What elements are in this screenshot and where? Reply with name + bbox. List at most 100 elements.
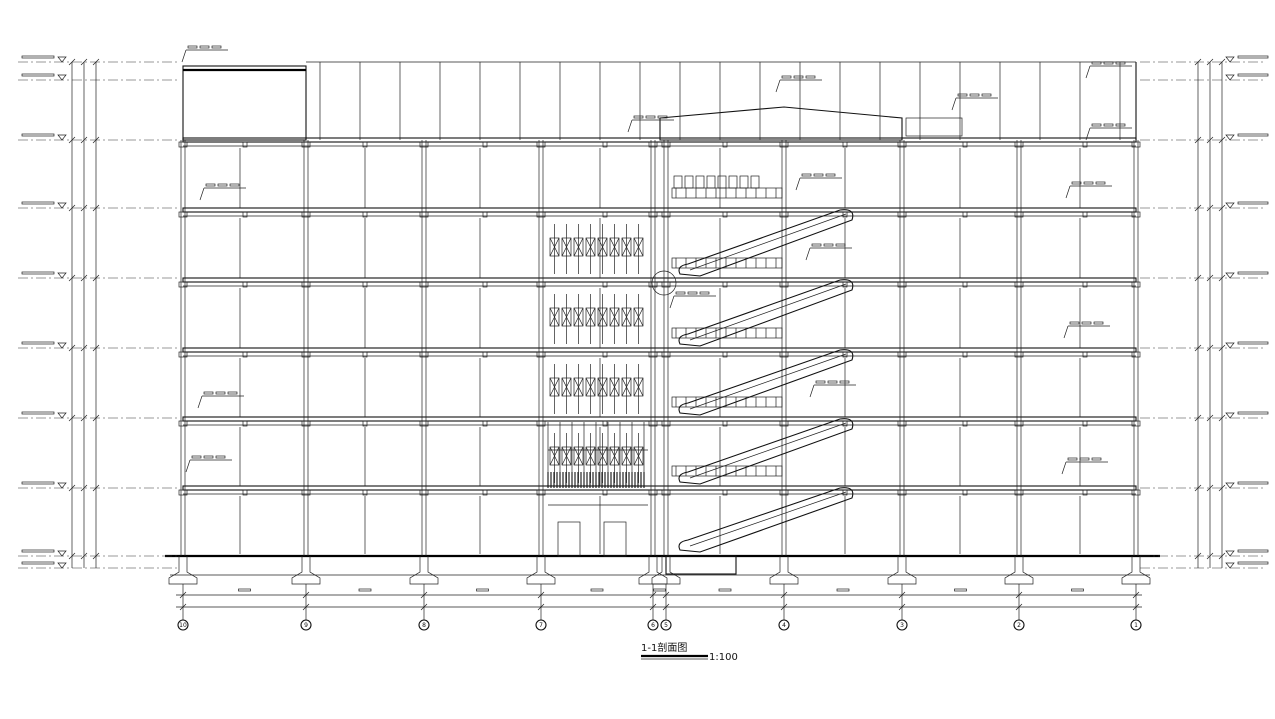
annotation-text-stroke (215, 455, 226, 459)
axis-bubble: 10 (177, 619, 189, 631)
beam-drop (779, 211, 789, 218)
annotation-text-stroke (1103, 123, 1114, 127)
annotation-text-stroke (811, 243, 822, 247)
level-marker (57, 482, 67, 489)
dimension-text-stroke (954, 588, 967, 592)
column-footing (638, 556, 668, 585)
axis-label: 1 (1134, 622, 1138, 629)
secondary-beam (242, 420, 248, 427)
beam-drop (897, 351, 907, 358)
beam-drop (178, 281, 188, 288)
annotation-arrow (775, 79, 781, 93)
dimension-tick (179, 591, 187, 599)
escalator-handrail (689, 353, 847, 410)
beam-drop (1131, 141, 1141, 148)
dimension-tick (1015, 591, 1023, 599)
secondary-beam (362, 420, 368, 427)
secondary-beam (482, 420, 488, 427)
beam-drop (661, 211, 671, 218)
secondary-beam (842, 211, 848, 218)
dimension-tick (1218, 552, 1226, 560)
beam-drop (897, 281, 907, 288)
beam-drop (301, 141, 311, 148)
beam-drop (1131, 420, 1141, 427)
annotation-text-stroke (699, 291, 710, 295)
annotation-text-stroke (823, 243, 834, 247)
axis-label: 3 (900, 622, 904, 629)
level-text-stroke (1237, 549, 1269, 553)
annotation-text-stroke (633, 115, 644, 119)
annotation-text-stroke (781, 75, 792, 79)
level-marker (1225, 56, 1235, 63)
annotation-text-stroke (835, 243, 846, 247)
escalator-landing-rail (671, 327, 783, 339)
annotation-arrow (1085, 127, 1091, 141)
axis-bubble: 2 (1013, 619, 1025, 631)
secondary-beam (722, 420, 728, 427)
annotation-text-stroke (1095, 181, 1106, 185)
annotation-text-stroke (1083, 181, 1094, 185)
secondary-beam (362, 281, 368, 288)
dimension-tick (1218, 204, 1226, 212)
dimension-tick (1194, 58, 1202, 66)
annotation-arrow (669, 295, 675, 309)
beam-drop (301, 211, 311, 218)
level-marker (57, 562, 67, 569)
window-panel (728, 175, 738, 189)
dimension-text-stroke (718, 588, 732, 592)
dimension-text-stroke (238, 588, 251, 592)
beam-drop (536, 281, 546, 288)
secondary-beam (482, 211, 488, 218)
annotation-text-stroke (839, 380, 850, 384)
level-marker (57, 342, 67, 349)
beam-drop (419, 141, 429, 148)
annotation-text-stroke (969, 93, 980, 97)
axis-label: 6 (651, 622, 655, 629)
drawing-title: 1-1剖面图 (641, 641, 687, 654)
level-marker (57, 550, 67, 557)
beam-drop (648, 489, 658, 496)
annotation-text-stroke (211, 45, 222, 49)
dimension-tick (68, 552, 76, 560)
annotation-text-stroke (227, 391, 238, 395)
level-text-stroke (21, 271, 55, 275)
level-marker (57, 74, 67, 81)
dimension-tick (1218, 136, 1226, 144)
beam-drop (779, 141, 789, 148)
column-footing (1121, 556, 1151, 585)
secondary-beam (842, 281, 848, 288)
dimension-tick (68, 204, 76, 212)
floor-slab (182, 485, 1137, 491)
escalator-handrail (689, 422, 847, 479)
annotation-arrow (627, 119, 633, 133)
roof-equipment (905, 117, 963, 137)
axis-bubble: 4 (778, 619, 790, 631)
annotation-text-stroke (1067, 457, 1078, 461)
dimension-tick (1194, 552, 1202, 560)
dimension-tick (68, 58, 76, 66)
escalator-handrail (689, 491, 847, 547)
beam-drop (1014, 211, 1024, 218)
beam-drop (1131, 211, 1141, 218)
annotation-text-stroke (1079, 457, 1090, 461)
secondary-beam (1082, 351, 1088, 358)
annotation-arrow (185, 459, 191, 473)
beam-drop (1014, 420, 1024, 427)
beam-drop (1131, 489, 1141, 496)
level-text-stroke (1237, 55, 1269, 59)
column-footing (1004, 556, 1034, 585)
secondary-beam (842, 351, 848, 358)
dimension-tick (1206, 484, 1214, 492)
secondary-beam (722, 211, 728, 218)
level-marker (57, 56, 67, 63)
beam-drop (648, 141, 658, 148)
level-marker (1225, 412, 1235, 419)
beam-drop (419, 211, 429, 218)
beam-drop (648, 211, 658, 218)
annotation-arrow (805, 247, 811, 261)
floor-slab (182, 207, 1137, 213)
annotation-arrow (181, 49, 187, 63)
floor-slab (182, 347, 1137, 353)
annotation-text-stroke (203, 391, 214, 395)
secondary-beam (602, 420, 608, 427)
